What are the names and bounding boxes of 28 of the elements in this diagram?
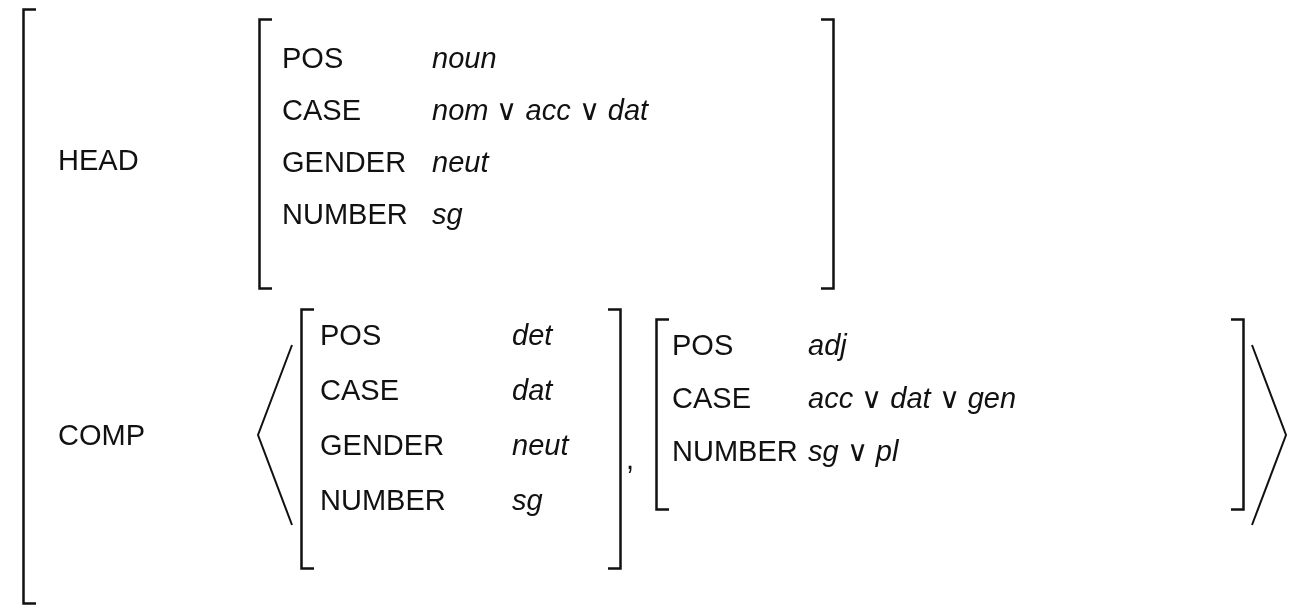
feature-value: neut [512,428,569,463]
feature-value: det [512,318,553,353]
feature-name: POS [282,41,344,76]
feature-value: dat [512,373,553,408]
feature-value: neut [432,145,489,180]
feature-value: nom ∨ acc ∨ dat [432,93,649,128]
feature-name: CASE [672,381,751,416]
feature-value: noun [432,41,497,76]
list-separator: , [626,442,635,477]
feature-matrix [300,308,622,570]
feature-name: NUMBER [672,434,798,469]
feature-name: CASE [320,373,399,408]
feature-name: GENDER [320,428,445,463]
feature-name: POS [672,328,734,363]
feature-name: POS [320,318,382,353]
feature-name: GENDER [282,145,407,180]
feature-value: acc ∨ dat ∨ gen [808,381,1017,416]
feature-matrix [655,318,1245,511]
feature-name: CASE [282,93,361,128]
feature-value: sg [512,483,543,518]
feature-matrix [258,18,835,290]
feature-name: NUMBER [320,483,446,518]
feature-value: sg ∨ pl [808,434,899,469]
feature-value: sg [432,197,463,232]
feature-name: HEAD [58,143,139,178]
feature-name: NUMBER [282,197,408,232]
feature-value: adj [808,328,847,363]
feature-name: COMP [58,418,145,453]
